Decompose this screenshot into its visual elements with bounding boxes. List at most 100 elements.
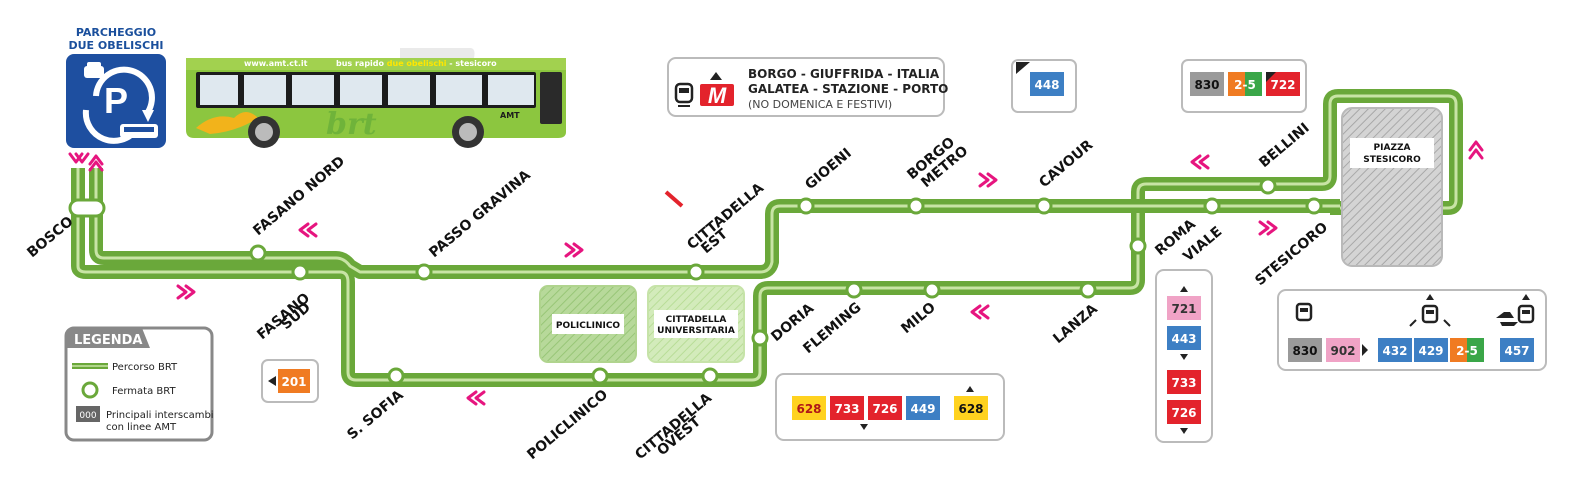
svg-text:000: 000 (79, 411, 96, 421)
svg-text:902: 902 (1330, 344, 1355, 358)
area-policlinico: POLICLINICO (539, 285, 637, 363)
chevron-icon (1468, 140, 1484, 160)
label-fasano-nord: FASANO NORD (250, 153, 348, 239)
roma-interchange-box: 721 443 733 726 (1155, 269, 1213, 443)
label-passo-gravina: PASSO GRAVINA (426, 167, 534, 261)
line-badge[interactable] (1414, 338, 1448, 362)
chevron-icon (970, 304, 990, 320)
stop-cittadella-est[interactable] (687, 263, 705, 281)
svg-text:449: 449 (910, 402, 935, 416)
line-badge[interactable] (830, 396, 864, 420)
bus-icon (120, 124, 158, 138)
stop-fasano-nord[interactable] (249, 244, 267, 262)
bus-slogan: bus rapido due obelischi - stesicoro (336, 59, 497, 68)
stop-fasano-sud[interactable] (291, 263, 309, 281)
area-policlinico-label: POLICLINICO (556, 321, 621, 331)
stop-cavour[interactable] (1035, 197, 1053, 215)
line-badge[interactable] (906, 396, 940, 420)
line-badge[interactable] (1378, 338, 1412, 362)
label-milo: MILO (898, 299, 939, 337)
doria-interchange-box: 628 733 726 449 628 (775, 373, 1005, 441)
legend-interchange-2: con linee AMT (106, 422, 177, 433)
label-policlinico: POLICLINICO (524, 387, 611, 463)
stop-stesicoro[interactable] (1305, 197, 1323, 215)
legend-interchange-1: Principali interscambi (106, 410, 214, 421)
stop-borgo-metro[interactable] (907, 197, 925, 215)
label-bellini: BELLINI (1256, 120, 1312, 171)
line-badge[interactable] (1167, 400, 1201, 424)
metro-icon: M (700, 83, 734, 108)
svg-text:2-5: 2-5 (1234, 78, 1256, 92)
svg-text:726: 726 (872, 402, 897, 416)
legend: LEGENDA Percorso BRT Fermata BRT 000 Pri… (64, 326, 214, 442)
legend-stop: Fermata BRT (112, 386, 176, 397)
svg-text:457: 457 (1504, 344, 1529, 358)
stop-bellini[interactable] (1259, 177, 1277, 195)
area-cittadella-universitaria: CITTADELLA UNIVERSITARIA (647, 285, 745, 363)
svg-text:830: 830 (1292, 344, 1317, 358)
brt-route (68, 89, 1463, 387)
label-bosco: BOSCO (24, 213, 76, 261)
chevron-icon (1258, 220, 1278, 236)
stop-marker-red (664, 190, 684, 208)
line-badge[interactable] (1288, 338, 1322, 362)
line-badge[interactable] (1167, 296, 1201, 320)
svg-text:429: 429 (1418, 344, 1443, 358)
chevron-icon (978, 172, 998, 188)
stop-gioeni[interactable] (797, 197, 815, 215)
stop-policlinico[interactable] (591, 367, 609, 385)
stesicoro-interchange-box: 830 902 432 429 2-5 457 (1277, 289, 1547, 371)
metro-info-box: M BORGO - GIUFFRIDA - ITALIA GALATEA - S… (667, 57, 948, 117)
line-badge[interactable] (1245, 72, 1262, 96)
fasano-sud-interchange-box: 201 (261, 359, 319, 403)
label-lanza: LANZA (1050, 301, 1101, 347)
legend-route: Percorso BRT (112, 362, 178, 373)
line-badge[interactable] (1326, 338, 1360, 362)
parking-title-line1: PARCHEGGIO (76, 26, 156, 39)
line-badge[interactable] (868, 396, 902, 420)
line-badge[interactable] (1167, 326, 1201, 350)
chevron-icon (466, 390, 486, 406)
brt-bus-illustration: www.amt.ct.it bus rapido due obelischi -… (186, 48, 566, 148)
line-badge[interactable] (1030, 72, 1064, 96)
line-badge[interactable] (1167, 370, 1201, 394)
svg-text:P: P (104, 80, 128, 121)
stop-passo-gravina[interactable] (415, 263, 433, 281)
stop-milo[interactable] (923, 281, 941, 299)
area-piazza-stesicoro: PIAZZA STESICORO (1341, 107, 1443, 267)
line-badge[interactable] (1190, 72, 1224, 96)
svg-text:432: 432 (1382, 344, 1407, 358)
stop-roma[interactable] (1129, 237, 1147, 255)
stop-lanza[interactable] (1079, 281, 1097, 299)
label-s-sofia: S. SOFIA (344, 387, 406, 443)
direction-chevrons (68, 140, 1484, 406)
svg-text:722: 722 (1270, 78, 1295, 92)
stop-doria[interactable] (751, 329, 769, 347)
line-badge[interactable] (792, 396, 826, 420)
svg-text:726: 726 (1171, 406, 1196, 420)
svg-text:201: 201 (281, 375, 306, 389)
svg-text:733: 733 (1171, 376, 1196, 390)
stop-cittadella-ovest[interactable] (701, 367, 719, 385)
line-badge[interactable] (1500, 338, 1534, 362)
bellini-interchange-box: 830 2-5 722 (1181, 59, 1307, 113)
label-gioeni: GIOENI (802, 145, 854, 193)
svg-text:721: 721 (1171, 302, 1196, 316)
train-icon (1517, 294, 1535, 324)
line-badge[interactable] (1467, 338, 1484, 362)
line-badge[interactable] (954, 396, 988, 420)
car-icon (84, 62, 104, 78)
parking-sign: PARCHEGGIO DUE OBELISCHI P (66, 26, 166, 148)
line-badge[interactable] (278, 369, 310, 393)
svg-text:443: 443 (1171, 332, 1196, 346)
metro-box-line1: BORGO - GIUFFRIDA - ITALIA (748, 67, 940, 81)
stop-s-sofia[interactable] (387, 367, 405, 385)
stop-fleming[interactable] (845, 281, 863, 299)
bus-website: www.amt.ct.it (244, 59, 308, 68)
bus-amt-logo: AMT (500, 111, 520, 120)
stop-viale[interactable] (1203, 197, 1221, 215)
train-icon (1409, 294, 1451, 327)
chevron-icon (176, 284, 196, 300)
bus-brt-logo: brt (326, 107, 377, 142)
